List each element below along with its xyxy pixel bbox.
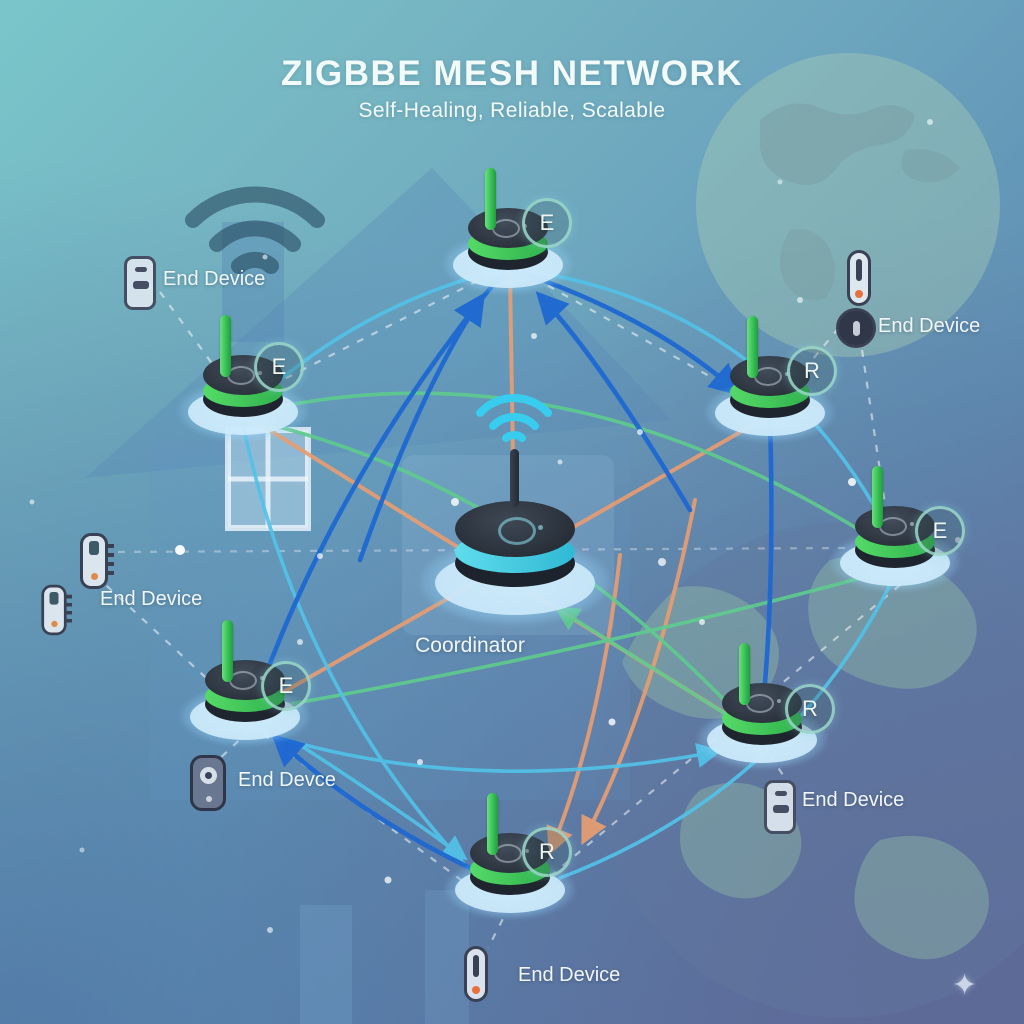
house-wifi-icon xyxy=(185,186,325,274)
node-right: E xyxy=(830,466,965,606)
page-subtitle: Self-Healing, Reliable, Scalable xyxy=(358,99,666,122)
globe-bottom-right xyxy=(597,522,1024,1018)
node-logo xyxy=(492,219,520,238)
node-led xyxy=(777,699,781,703)
sparkle-star-icon: ✦ xyxy=(952,969,978,1002)
node-antenna xyxy=(747,316,758,378)
node-led xyxy=(538,525,543,530)
node-type-badge: E xyxy=(254,342,304,392)
end-device-label: End Device xyxy=(518,964,621,986)
node-antenna xyxy=(220,315,231,377)
end-device-label: End Device xyxy=(163,268,266,290)
node-logo xyxy=(227,366,255,385)
node-type-badge: E xyxy=(522,198,572,248)
blue-links xyxy=(252,265,781,871)
node-antenna xyxy=(485,168,496,230)
end-device-remote-icon xyxy=(124,256,156,310)
end-device-label: End Devce xyxy=(238,769,336,791)
end-device-label: End Device xyxy=(802,789,905,811)
node-logo xyxy=(494,844,522,863)
end-device-label: End Device xyxy=(878,315,981,337)
end-device-label: End Device xyxy=(100,588,203,610)
node-type-badge: E xyxy=(915,506,965,556)
node-logo xyxy=(746,694,774,713)
node-lower-left: E xyxy=(180,620,311,760)
node-type-badge: E xyxy=(261,661,311,711)
end-device-sensor-icon xyxy=(80,533,114,589)
end-device-thermometer-icon xyxy=(464,946,488,1002)
node-antenna xyxy=(487,793,498,855)
end-device-sensor-icon xyxy=(41,584,72,636)
end-device-thermometer-icon xyxy=(847,250,871,306)
node-type-badge: R xyxy=(522,827,572,877)
node-upper-right: R xyxy=(705,316,837,456)
node-logo xyxy=(229,671,257,690)
coordinator-antenna xyxy=(510,449,519,507)
node-type-badge: R xyxy=(787,346,837,396)
node-antenna xyxy=(739,643,750,705)
globe-top-right xyxy=(696,53,1000,357)
node-logo xyxy=(879,517,907,536)
node-logo xyxy=(754,367,782,386)
end-device-button-icon xyxy=(836,308,876,348)
coordinator-wifi-icon xyxy=(476,393,552,442)
node-led xyxy=(910,522,914,526)
end-device-remote-icon xyxy=(764,780,796,834)
node-logo xyxy=(498,517,536,545)
node-top: E xyxy=(443,168,573,308)
end-device-camera-icon xyxy=(190,755,226,811)
page-title: ZIGBBE MESH NETWORK xyxy=(280,54,744,93)
node-upper-left: E xyxy=(178,315,308,455)
node-antenna xyxy=(222,620,233,682)
node-bottom: R xyxy=(445,793,575,933)
node-lower-right: R xyxy=(697,643,835,783)
sparkle-dots xyxy=(29,119,961,933)
coordinator-node xyxy=(420,393,610,639)
node-type-badge: R xyxy=(785,684,835,734)
coordinator-label: Coordinator xyxy=(415,634,525,657)
node-antenna xyxy=(872,466,883,528)
